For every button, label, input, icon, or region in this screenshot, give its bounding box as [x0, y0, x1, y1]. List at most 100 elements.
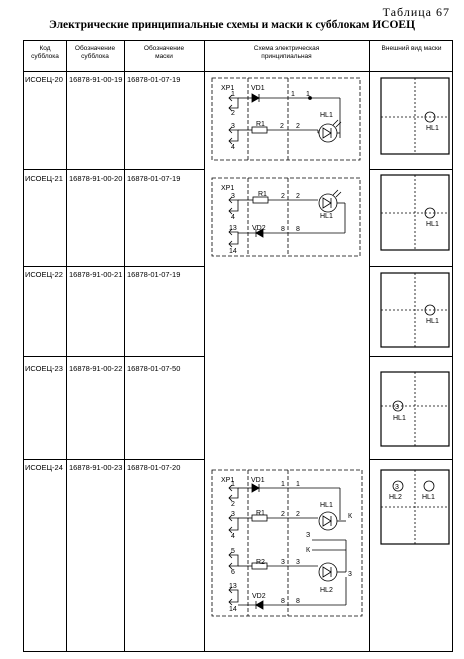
component-label: VD1 [251, 85, 265, 92]
component-label: HL1 [320, 502, 333, 509]
connector-label: XP1 [221, 85, 234, 92]
svg-text:8: 8 [281, 226, 285, 233]
column-divider [66, 41, 67, 651]
connector-arrow-icon [228, 207, 233, 215]
component-label: VD2 [252, 593, 266, 600]
row-code: ИСОЕЦ-22 [25, 270, 63, 279]
svg-text:8: 8 [296, 226, 300, 233]
svg-text:HL2: HL2 [389, 494, 402, 501]
component-label: HL2 [320, 587, 333, 594]
svg-text:2: 2 [281, 511, 285, 518]
row-mask: 16878-01-07-19 [127, 270, 181, 279]
connector-arrow-icon [228, 484, 233, 492]
connector-arrow-icon [228, 240, 233, 248]
row-designation: 16878-91-00-22 [69, 364, 123, 373]
svg-text:14: 14 [229, 248, 237, 255]
svg-text:14: 14 [229, 606, 237, 613]
led-icon [318, 193, 338, 213]
led-mask-icon [392, 400, 404, 412]
row-designation: 16878-91-00-20 [69, 174, 123, 183]
component-label: R1 [256, 510, 265, 517]
svg-text:4: 4 [231, 144, 235, 151]
led-mask-icon [424, 111, 436, 123]
svg-text:3: 3 [231, 123, 235, 130]
svg-text:1: 1 [231, 481, 235, 488]
svg-text:3: 3 [348, 571, 352, 578]
connector-arrow-icon [228, 526, 233, 534]
led-mask-icon [423, 480, 435, 492]
row-divider [24, 356, 204, 357]
svg-text:8: 8 [296, 598, 300, 605]
row-divider [369, 356, 452, 357]
svg-text:1: 1 [291, 91, 295, 98]
led-icon [318, 511, 338, 531]
component-label: R1 [258, 191, 267, 198]
mask-appearance-2: HL1 [380, 174, 450, 251]
mask-appearance-5: 3 HL2 HL1 [380, 469, 450, 545]
svg-text:2: 2 [296, 123, 300, 130]
table-number: Таблица 67 [382, 5, 450, 19]
svg-text:HL1: HL1 [393, 415, 406, 422]
svg-text:1: 1 [306, 91, 310, 98]
component-label: R1 [256, 121, 265, 128]
component-label: VD2 [252, 225, 266, 232]
connector-arrow-icon [228, 586, 233, 594]
svg-text:8: 8 [281, 598, 285, 605]
row-code: ИСОЕЦ-20 [25, 75, 63, 84]
svg-text:К: К [348, 513, 353, 520]
svg-text:13: 13 [229, 583, 237, 590]
led-mask-icon [392, 480, 404, 492]
row-designation: 16878-91-00-23 [69, 463, 123, 472]
row-mask: 16878-01-07-19 [127, 75, 181, 84]
component-label: VD1 [251, 477, 265, 484]
mask-appearance-4: 3 HL1 [380, 371, 450, 447]
connector-arrow-icon [228, 514, 233, 522]
svg-text:3: 3 [231, 511, 235, 518]
svg-text:5: 5 [231, 548, 235, 555]
connector-arrow-icon [228, 137, 233, 145]
connector-arrow-icon [228, 196, 233, 204]
svg-text:13: 13 [229, 225, 237, 232]
header-appearance: Внешний вид маски [381, 45, 442, 52]
svg-text:2: 2 [296, 511, 300, 518]
svg-text:2: 2 [231, 501, 235, 508]
svg-text:2: 2 [231, 110, 235, 117]
component-label: HL1 [320, 213, 333, 220]
connector-arrow-icon [228, 598, 233, 606]
diode-icon [255, 600, 264, 610]
svg-text:HL1: HL1 [426, 125, 439, 132]
row-code: ИСОЕЦ-21 [25, 174, 63, 183]
led-mask-icon [424, 207, 436, 219]
svg-text:3: 3 [281, 559, 285, 566]
column-divider [204, 41, 205, 651]
row-mask: 16878-01-07-19 [127, 174, 181, 183]
row-mask: 16878-01-07-50 [127, 364, 181, 373]
svg-text:HL1: HL1 [426, 318, 439, 325]
schematic-isoec-21: XP1 R1 3 4 2 2 HL1 13 14 VD2 8 8 [211, 177, 361, 257]
diode-icon [251, 483, 260, 493]
svg-text:2: 2 [296, 193, 300, 200]
svg-text:З: З [306, 532, 310, 539]
column-divider [124, 41, 125, 651]
mask-appearance-3: HL1 [380, 272, 450, 348]
diode-icon [251, 93, 260, 103]
connector-label: XP1 [221, 477, 234, 484]
connector-arrow-icon [228, 228, 233, 236]
connector-label: XP1 [221, 185, 234, 192]
svg-text:2: 2 [281, 193, 285, 200]
row-code: ИСОЕЦ-24 [25, 463, 63, 472]
svg-text:3: 3 [296, 559, 300, 566]
svg-text:3: 3 [395, 484, 399, 491]
connector-arrow-icon [228, 126, 233, 134]
connector-arrow-icon [228, 562, 233, 570]
connector-arrow-icon [228, 551, 233, 559]
row-divider [369, 266, 452, 267]
svg-text:3: 3 [231, 193, 235, 200]
connector-arrow-icon [228, 94, 233, 102]
